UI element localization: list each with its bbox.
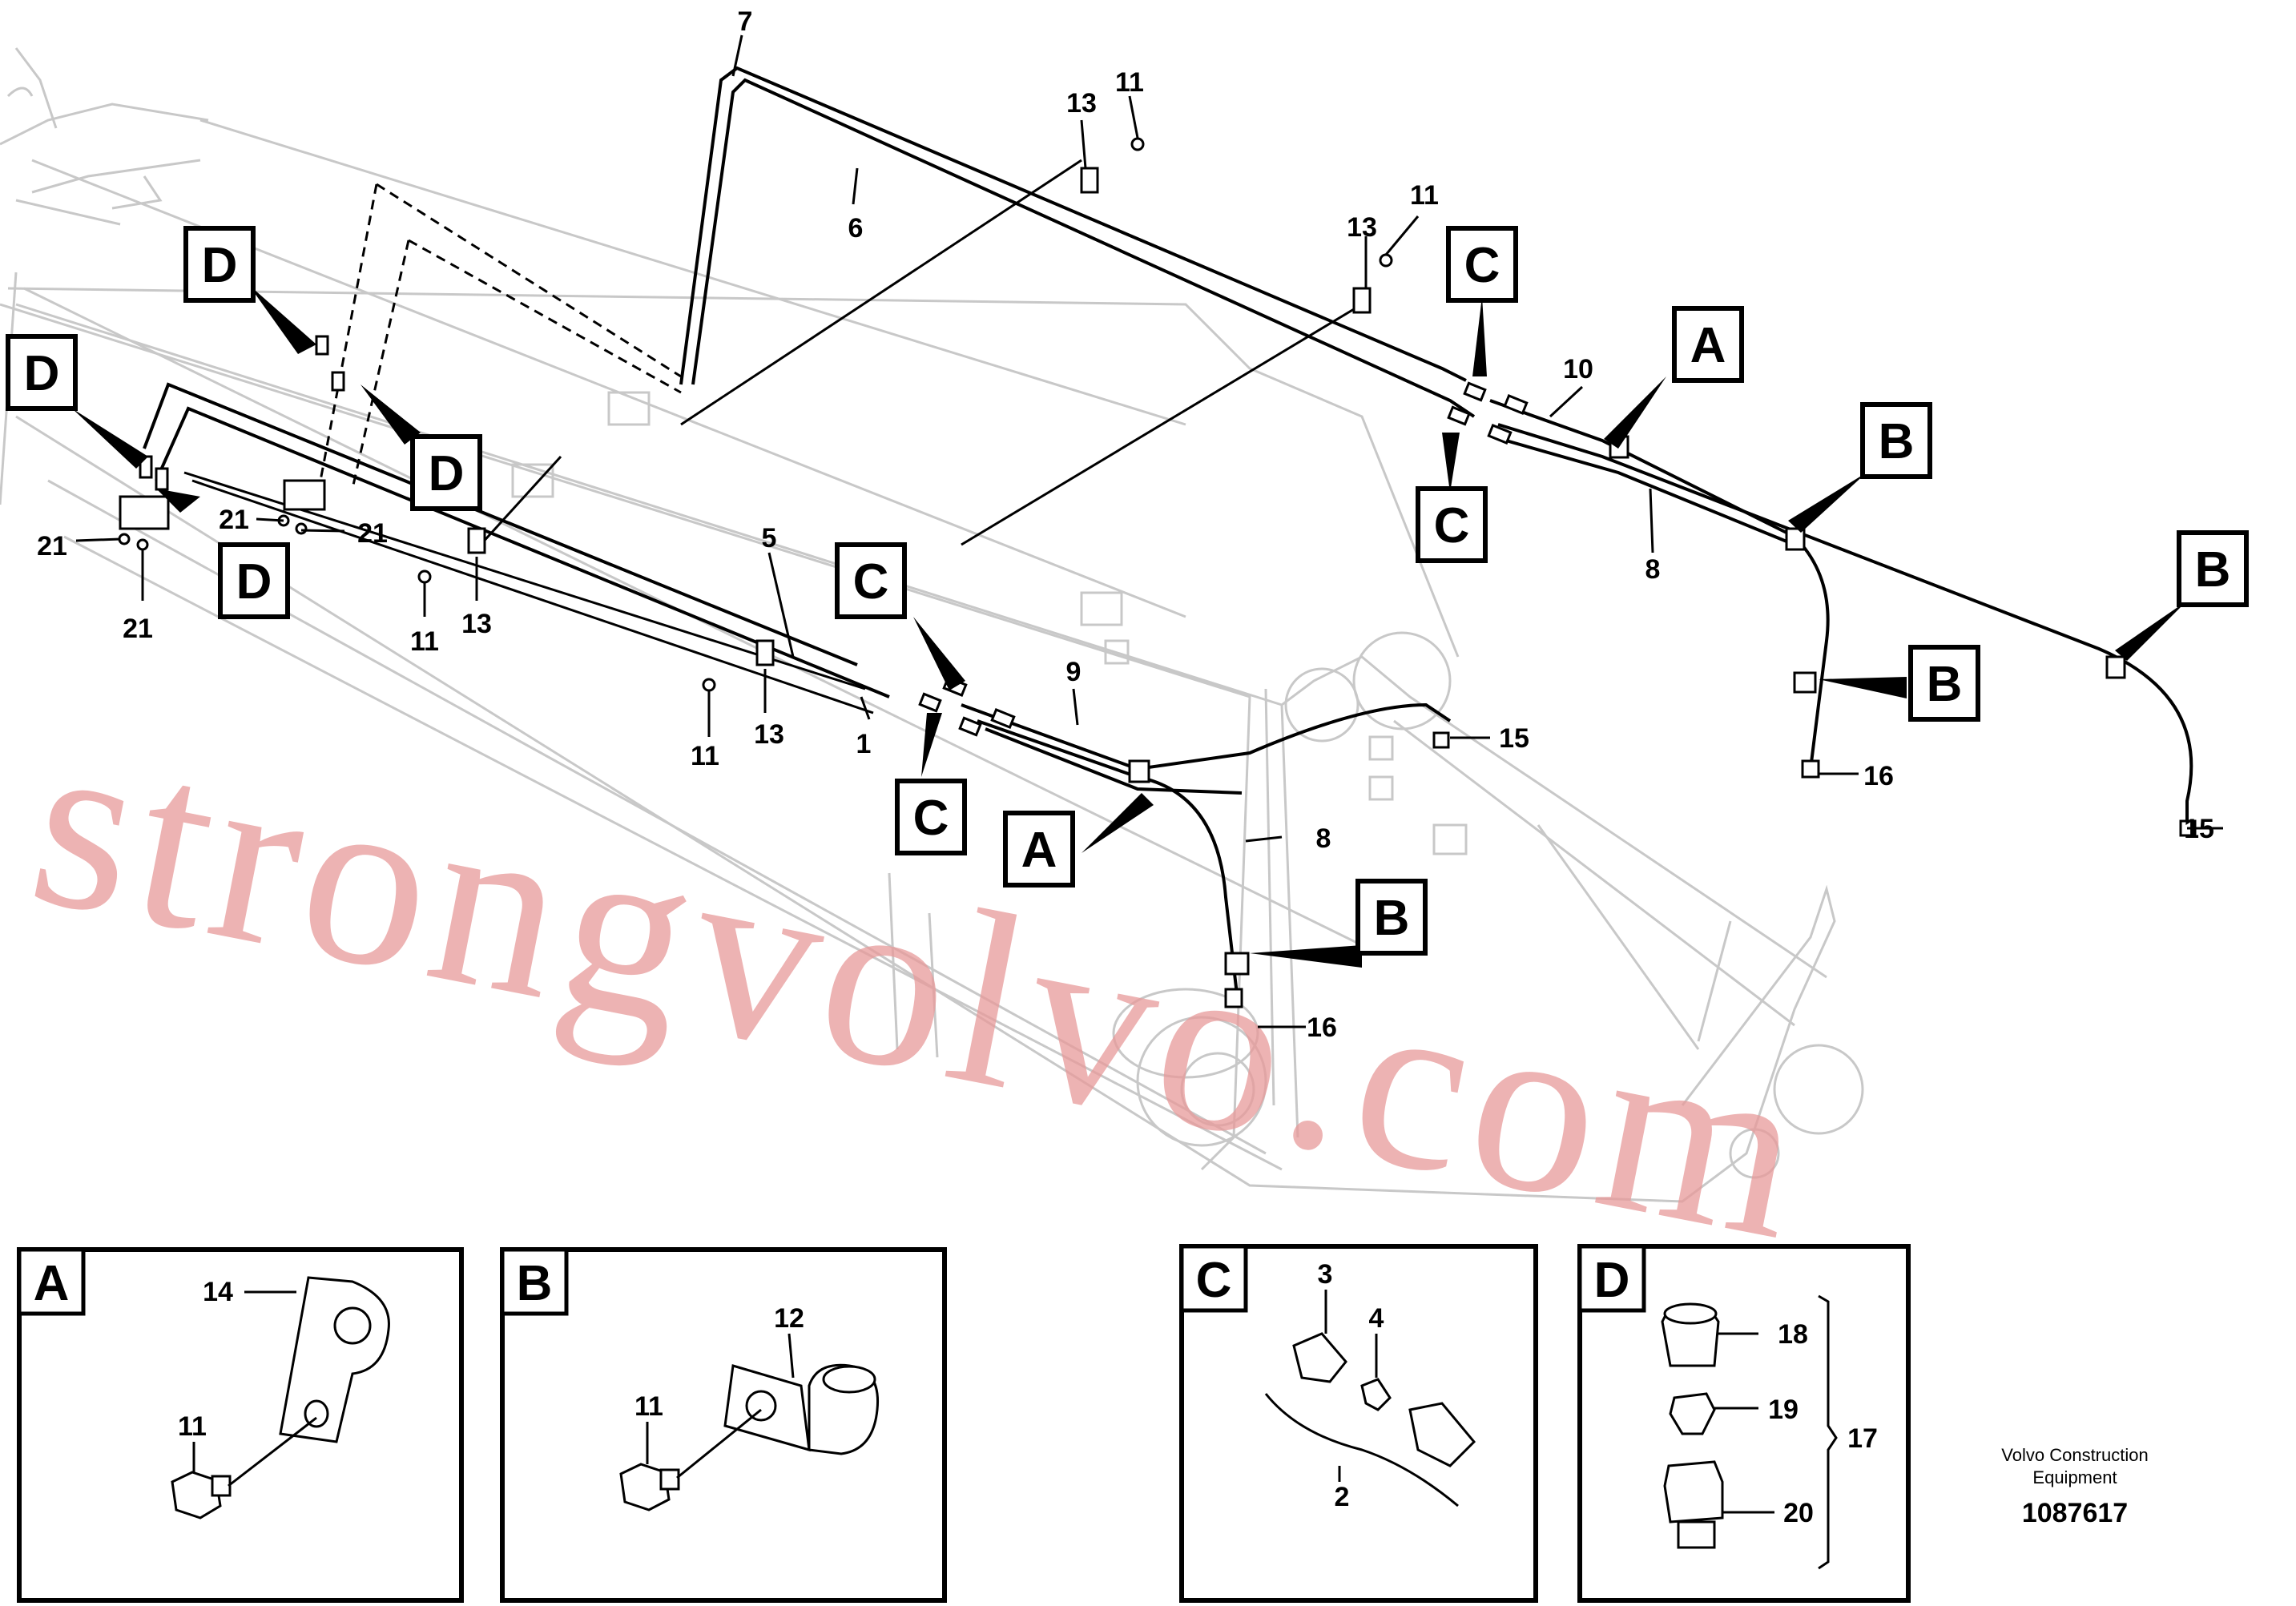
svg-text:A: A: [34, 1256, 70, 1311]
part-15: 15: [2184, 814, 2214, 844]
part-20: 20: [1783, 1498, 1814, 1528]
callout-d-2: D: [6, 334, 78, 411]
part-11: 11: [691, 741, 719, 771]
part-5: 5: [762, 523, 777, 553]
callout-a-1: A: [1672, 306, 1744, 383]
svg-text:D: D: [429, 446, 465, 501]
part-21: 21: [123, 614, 153, 644]
svg-text:D: D: [1594, 1253, 1630, 1308]
callout-a-2: A: [1003, 811, 1075, 888]
svg-text:B: B: [1879, 414, 1915, 469]
svg-text:B: B: [2195, 542, 2231, 598]
part-10: 10: [1563, 354, 1593, 384]
part-13: 13: [1347, 212, 1377, 243]
svg-text:C: C: [1464, 238, 1500, 293]
brand-line-1: Volvo Construction: [2001, 1445, 2148, 1465]
part-14: 14: [203, 1277, 233, 1307]
part-19: 19: [1768, 1395, 1799, 1425]
detail-panel-b: B 12 11: [500, 1247, 947, 1603]
callout-arrows: [72, 284, 2187, 968]
svg-text:B: B: [517, 1256, 553, 1311]
callout-b-3: B: [1908, 645, 1980, 722]
svg-text:C: C: [913, 791, 949, 846]
callout-d-1: D: [183, 226, 256, 303]
detail-panel-c: C 3 4 2: [1179, 1244, 1538, 1603]
svg-text:D: D: [236, 554, 272, 610]
part-16: 16: [1863, 761, 1894, 791]
part-21: 21: [37, 531, 67, 561]
callout-c-4: C: [895, 779, 967, 855]
leader-lines: [75, 34, 2223, 1028]
brand-line-2: Equipment: [2032, 1467, 2117, 1487]
callout-c-2: C: [1416, 486, 1488, 563]
svg-text:B: B: [1927, 657, 1963, 712]
part-11: 11: [178, 1411, 207, 1442]
guide-lines: [479, 159, 1363, 546]
part-8: 8: [1645, 554, 1661, 585]
part-18: 18: [1778, 1319, 1808, 1350]
part-11: 11: [410, 626, 439, 657]
svg-text:C: C: [1196, 1253, 1232, 1308]
part-21: 21: [219, 505, 249, 535]
svg-text:C: C: [1434, 498, 1470, 553]
part-2: 2: [1335, 1482, 1350, 1512]
fittings: [118, 137, 2197, 1008]
detail-panel-d: D 18 19 17 20: [1577, 1244, 1911, 1603]
part-7: 7: [738, 6, 753, 37]
part-8: 8: [1316, 823, 1331, 854]
svg-text:C: C: [853, 554, 889, 610]
part-17: 17: [1847, 1423, 1878, 1454]
part-11: 11: [1115, 67, 1144, 98]
part-15: 15: [1499, 723, 1529, 754]
callout-c-1: C: [1446, 226, 1518, 303]
document-number: 1087617: [2022, 1498, 2128, 1528]
part-16: 16: [1307, 1012, 1337, 1043]
callout-b-4: B: [1355, 879, 1428, 956]
part-11: 11: [634, 1391, 663, 1422]
callout-b-1: B: [1860, 402, 1932, 479]
svg-text:B: B: [1374, 891, 1410, 946]
detail-panel-a: A 14 11: [17, 1247, 464, 1603]
part-13: 13: [1066, 88, 1097, 119]
svg-text:A: A: [1021, 823, 1057, 878]
part-21: 21: [357, 518, 388, 549]
part-numbers: 7 6 13 11 13 11 10 8 5 1 9 8 16 15 16 15…: [37, 6, 2214, 1043]
part-6: 6: [848, 213, 864, 244]
part-13: 13: [754, 719, 784, 750]
part-13: 13: [461, 609, 492, 639]
part-9: 9: [1066, 657, 1082, 687]
watermark: strongvolvo.com: [14, 681, 1830, 1294]
pipe-6-7: [319, 66, 1476, 489]
part-1: 1: [856, 729, 872, 759]
svg-text:A: A: [1690, 318, 1726, 373]
part-12: 12: [774, 1303, 804, 1334]
part-3: 3: [1318, 1259, 1333, 1290]
callout-b-2: B: [2177, 530, 2249, 607]
pipe-8-10: [1489, 399, 2193, 825]
brand-block: Volvo Construction Equipment 1087617: [2001, 1445, 2148, 1528]
callout-c-3: C: [835, 542, 907, 619]
part-11: 11: [1410, 180, 1439, 211]
svg-text:D: D: [24, 346, 60, 401]
callout-d-4: D: [218, 542, 290, 619]
callout-d-3: D: [410, 434, 482, 511]
svg-text:D: D: [202, 238, 238, 293]
part-4: 4: [1369, 1303, 1384, 1334]
